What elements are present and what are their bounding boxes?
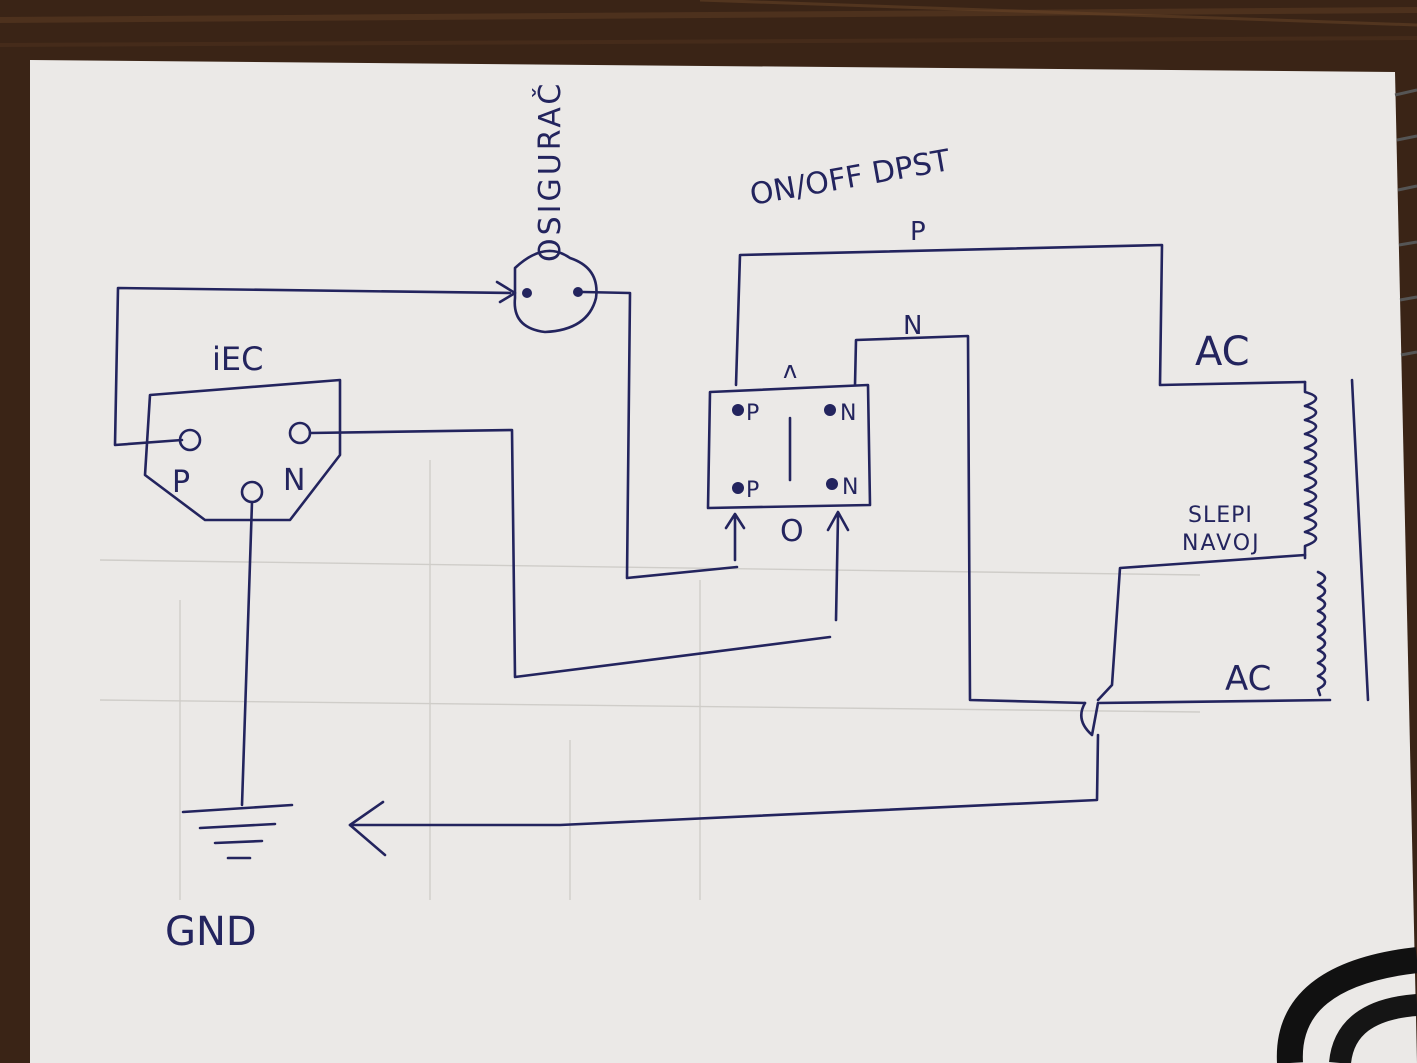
wire-p-label: P <box>910 217 926 247</box>
black-cord <box>1276 947 1417 1063</box>
dummy-winding-label-1: SLEPI <box>1188 503 1253 528</box>
iec-p-label: P <box>172 465 190 500</box>
faint-background-lines <box>99 460 1201 900</box>
iec-label: iEC <box>212 340 263 378</box>
iec-connector <box>143 378 342 522</box>
transformer-core <box>1350 378 1370 702</box>
dummy-winding-label-2: NAVOJ <box>1182 531 1261 556</box>
wire-iec-earth <box>240 500 254 807</box>
ground-icon <box>181 803 294 860</box>
ac-top-label: AC <box>1195 329 1250 375</box>
switch-terminal-p-top: P <box>746 401 759 426</box>
paper-sheet <box>30 60 1417 1063</box>
wire-switch-n-out <box>853 334 1087 705</box>
fuse-symbol <box>513 249 598 334</box>
wire-n-label: N <box>903 311 922 341</box>
dpst-switch <box>706 383 872 510</box>
spiral-binding <box>1394 88 1417 357</box>
switch-on-mark: ʌ <box>783 356 797 384</box>
wire-iec-to-fuse <box>113 286 512 447</box>
arrow-switch-p-in <box>724 512 746 562</box>
wire-switch-p-out <box>734 243 1307 387</box>
iec-n-label: N <box>283 463 305 498</box>
switch-terminal-n-top: N <box>840 401 856 426</box>
wire-jump-over <box>1080 698 1332 737</box>
transformer-primary-coil <box>1096 380 1318 702</box>
transformer-dummy-winding <box>1316 570 1327 697</box>
arrow-to-ground <box>348 800 387 857</box>
wire-iec-n-to-switch <box>308 428 832 679</box>
switch-terminal-n-bottom: N <box>842 475 858 500</box>
fuse-label: OSIGURAČ <box>531 81 568 262</box>
switch-terminal-p-bottom: P <box>746 478 759 503</box>
wire-fuse-to-switch <box>581 290 739 580</box>
arrow-switch-n-in <box>826 510 850 622</box>
ac-bottom-label: AC <box>1225 659 1271 699</box>
ground-label: GND <box>165 909 257 955</box>
switch-off-mark: O <box>780 514 804 549</box>
wire-return-to-ground <box>348 733 1100 827</box>
